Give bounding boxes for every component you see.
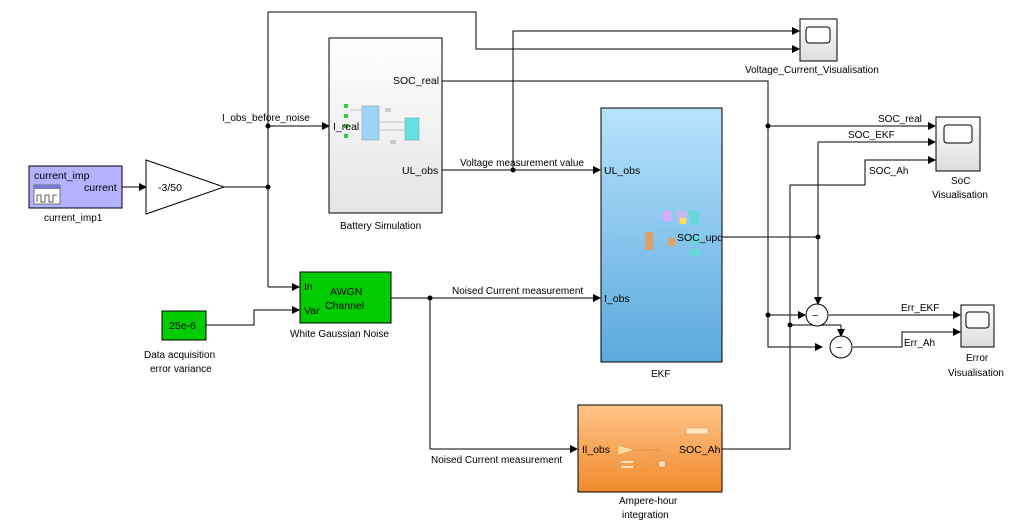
- ekf-port-in-ul: UL_obs: [604, 165, 640, 177]
- battery-body[interactable]: [328, 37, 443, 214]
- current-imp-port-out: current: [84, 182, 117, 194]
- awgn-body[interactable]: [299, 271, 392, 324]
- wire-noised-to-ah[interactable]: [429, 298, 578, 453]
- pulse-icon: [33, 184, 61, 205]
- junction-dot: [265, 123, 271, 129]
- awgn-port-in: In: [304, 281, 313, 293]
- scope-err-name-line1: Error: [966, 353, 989, 364]
- signal-label-soc-ekf: SOC_EKF: [848, 130, 895, 141]
- wire-variance-to-awgn[interactable]: [206, 306, 300, 326]
- wire-socreal-to-sum2[interactable]: [442, 80, 823, 351]
- battery-simulation-block[interactable]: I_real SOC_real UL_obs Battery Simulatio…: [328, 37, 443, 232]
- current-imp-name: current_imp1: [44, 213, 103, 224]
- gain-value: -3/50: [158, 182, 182, 194]
- current-imp-title: current_imp: [34, 170, 90, 182]
- scope-soc[interactable]: SoC Visualisation: [932, 116, 988, 201]
- awgn-port-var: Var: [304, 305, 320, 317]
- wire-socah-to-soc-scope[interactable]: [722, 156, 936, 450]
- junction-dot: [787, 322, 793, 328]
- awgn-line1: AWGN: [330, 286, 362, 298]
- scope-soc-name-line2: Visualisation: [932, 190, 988, 201]
- sum2-sign: −: [836, 342, 842, 354]
- variance-name-line1: Data acquisition: [144, 350, 215, 361]
- awgn-line2: Channel: [325, 300, 364, 312]
- signal-labels: I_obs_before_noise Voltage measurement v…: [222, 113, 939, 466]
- gain-body[interactable]: [145, 159, 226, 215]
- sum2-body[interactable]: [829, 335, 853, 359]
- ah-port-in: Il_obs: [582, 444, 610, 456]
- signal-label-voltage-measurement: Voltage measurement value: [460, 158, 584, 169]
- junction-dot: [765, 123, 771, 129]
- scope-icon: [965, 311, 990, 329]
- variance-name-line2: error variance: [150, 364, 212, 375]
- ah-body[interactable]: [577, 404, 723, 493]
- signal-label-iobs-before-noise: I_obs_before_noise: [222, 113, 310, 124]
- battery-name: Battery Simulation: [340, 221, 421, 232]
- ekf-body[interactable]: [600, 107, 723, 363]
- awgn-name: White Gaussian Noise: [290, 329, 389, 340]
- ah-name-line1: Ampere-hour: [619, 496, 678, 507]
- ampere-hour-block[interactable]: Il_obs SOC_Ah Ampere-hour integration: [577, 404, 723, 521]
- sum-err-ekf-block[interactable]: −: [805, 303, 829, 327]
- scope-icon: [943, 124, 973, 144]
- ah-subsystem-preview-icon: [617, 427, 709, 468]
- signal-label-err-ah: Err_Ah: [904, 338, 935, 349]
- signal-label-err-ekf: Err_EKF: [901, 303, 939, 314]
- awgn-channel-block[interactable]: AWGN Channel In Var White Gaussian Noise: [290, 271, 392, 340]
- ekf-subsystem-preview-icon: [620, 211, 700, 256]
- junction-dot: [427, 295, 433, 301]
- variance-constant-block[interactable]: 25e-6 Data acquisition error variance: [144, 310, 215, 375]
- signal-label-soc-real: SOC_real: [878, 114, 922, 125]
- signal-label-noised-current-ah: Noised Current measurement: [431, 455, 562, 466]
- signal-lines: [122, 11, 961, 453]
- wire-to-vc-scope-current[interactable]: [268, 11, 800, 53]
- junction-dot: [765, 312, 771, 318]
- signal-label-noised-current-ekf: Noised Current measurement: [452, 286, 583, 297]
- junction-dots: [265, 123, 821, 328]
- wire-to-vc-scope-voltage[interactable]: [512, 27, 800, 170]
- scope-vc-name: Voltage_Current_Visualisation: [745, 65, 879, 76]
- sum-err-ah-block[interactable]: −: [829, 335, 853, 359]
- battery-subsystem-preview-icon: [344, 104, 420, 144]
- junction-dot: [510, 167, 516, 173]
- sum1-sign: −: [812, 310, 818, 322]
- battery-port-out-ul: UL_obs: [402, 165, 438, 177]
- battery-port-in: I_real: [333, 121, 359, 133]
- ekf-port-in-i: I_obs: [604, 293, 630, 305]
- scope-error[interactable]: Error Visualisation: [948, 304, 1004, 379]
- gain-block[interactable]: -3/50: [145, 159, 226, 215]
- variance-value: 25e-6: [169, 320, 196, 332]
- variance-body[interactable]: [161, 310, 207, 341]
- ah-port-out: SOC_Ah: [679, 444, 721, 456]
- battery-port-out-soc: SOC_real: [393, 75, 439, 87]
- ekf-port-out: SOC_upd: [677, 232, 723, 244]
- signal-label-soc-ah: SOC_Ah: [869, 166, 908, 177]
- junction-dot: [265, 184, 271, 190]
- sum1-body[interactable]: [805, 303, 829, 327]
- current-imp-block[interactable]: current_imp current current_imp1: [28, 165, 123, 224]
- ekf-block[interactable]: UL_obs I_obs SOC_upd EKF: [600, 107, 723, 380]
- junction-dot: [815, 234, 821, 240]
- scope-voltage-current[interactable]: Voltage_Current_Visualisation: [745, 18, 879, 76]
- wire-errah-to-scope[interactable]: [853, 328, 961, 348]
- scope-err-name-line2: Visualisation: [948, 368, 1004, 379]
- ekf-name: EKF: [651, 369, 670, 380]
- ah-name-line2: integration: [622, 510, 669, 521]
- scope-icon: [805, 26, 831, 44]
- scope-soc-name-line1: SoC: [951, 176, 970, 187]
